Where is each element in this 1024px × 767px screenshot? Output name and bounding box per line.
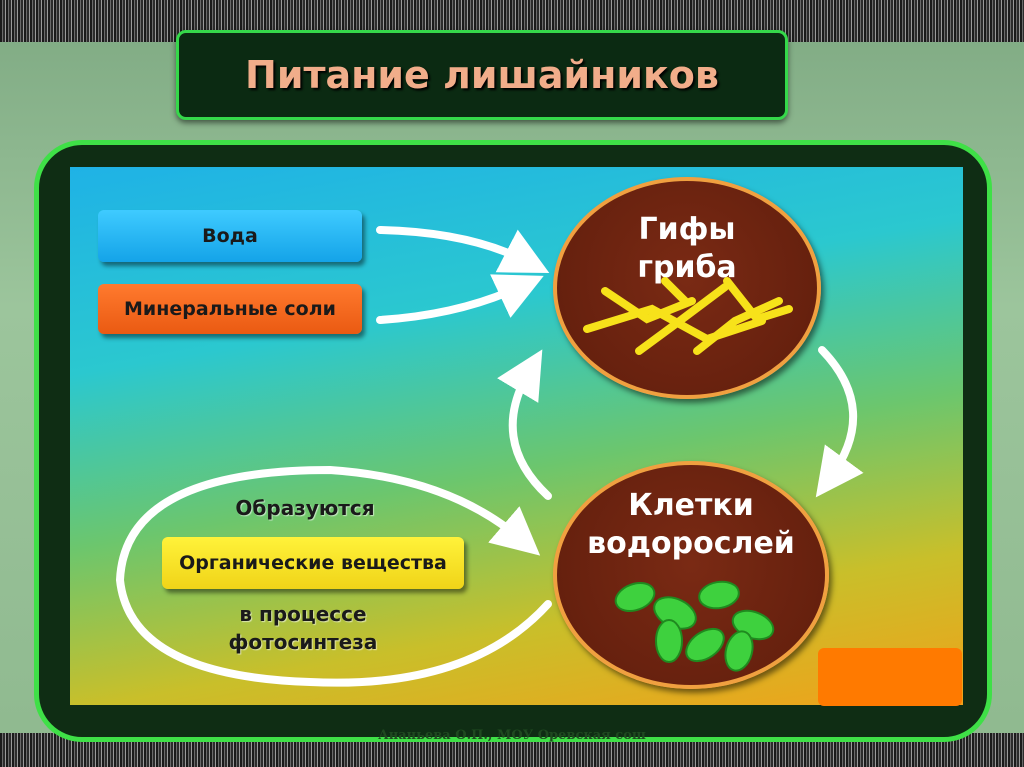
formed-label: Образуются [235,496,375,520]
process-label-line1: в процессе [239,602,367,626]
process-label-line2: фотосинтеза [228,630,378,654]
page-title: Питание лишайников [245,53,719,97]
author-footer: Ананьева О.П., МОУ Оревская сош [378,728,646,743]
arrow-algae-to-hyphae [497,349,552,500]
algae-cells-circle: Клетки водорослей [553,461,829,689]
arrow-salts-to-hyphae [376,274,544,324]
hyphae-label-line2: гриба [637,250,737,285]
arrow-hyphae-to-algae [815,346,864,498]
algae-label-line1: Клетки [628,488,754,523]
hyphae-label-line1: Гифы [638,212,736,247]
fungal-hyphae-circle: Гифы гриба [553,177,821,399]
arrow-photosynthesis-loop [115,465,552,687]
algae-cells-icon [614,580,775,672]
algae-label-line2: водорослей [587,526,795,561]
water-box: Вода [98,210,362,262]
hyphae-threads-icon [583,277,793,355]
arrow-water-to-hyphae [376,226,550,274]
organic-substances-box: Органические вещества [162,537,464,589]
orange-nav-box [818,648,962,706]
title-banner: Питание лишайников [176,30,788,120]
mineral-salts-box: Минеральные соли [98,284,362,334]
